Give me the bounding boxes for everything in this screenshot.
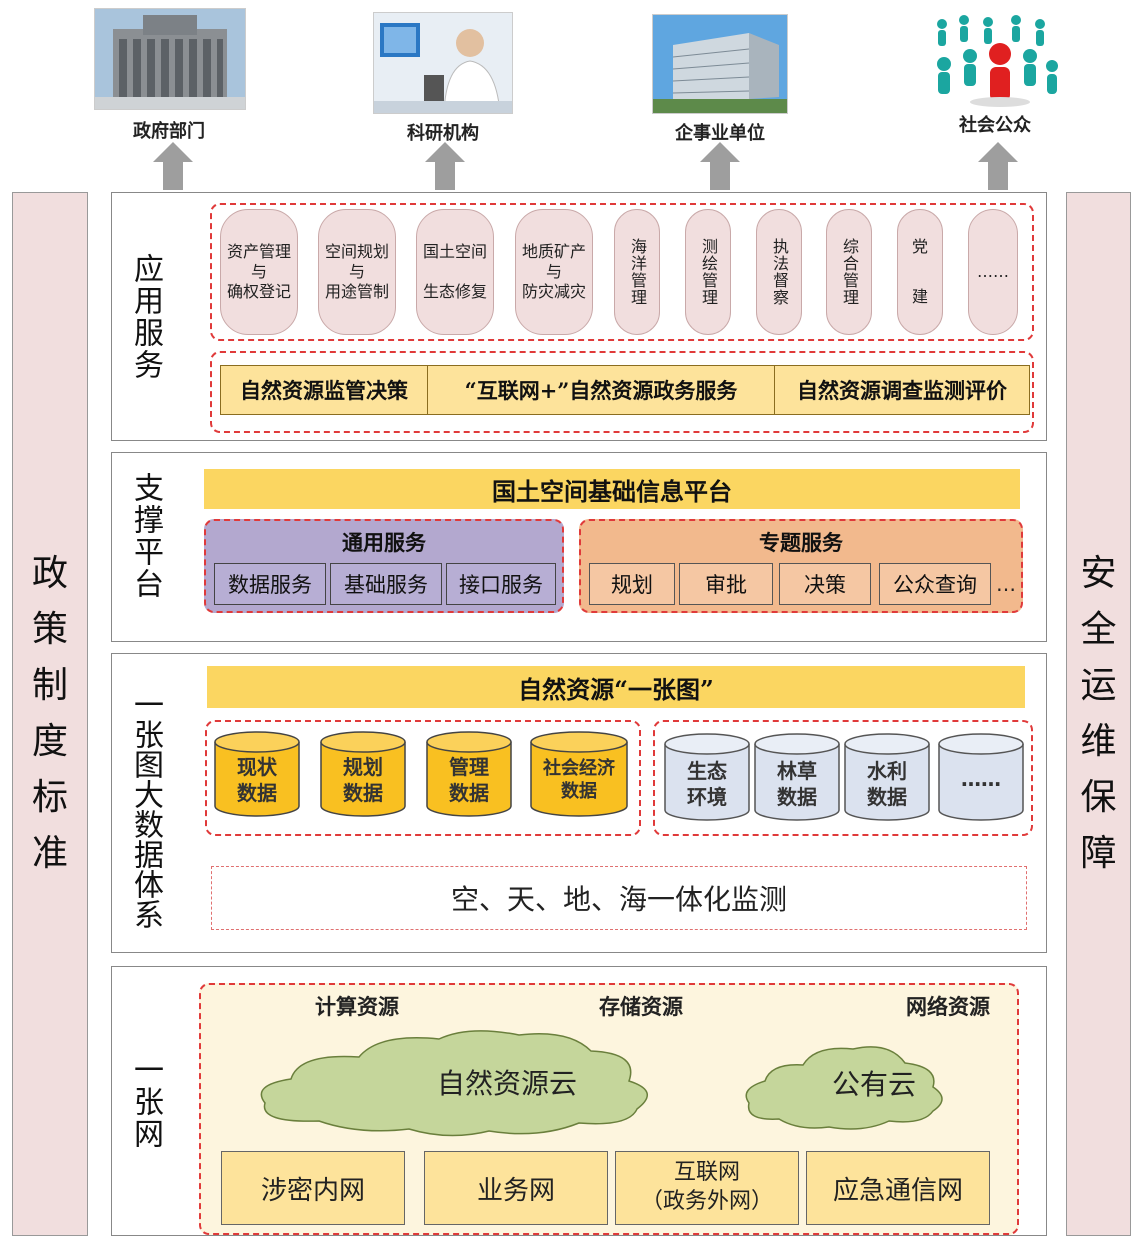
network-box: 互联网（政务外网） [615,1151,799,1225]
cylinder-label: …… [961,767,1001,791]
thematic-service-item: 审批 [679,563,773,605]
consumer-gov: 政府部门 [94,8,246,156]
consumer-label: 政府部门 [133,121,205,142]
service-pill: 地质矿产与防灾减灾 [515,209,593,335]
office-building-image [652,14,788,114]
resource-label: 网络资源 [906,995,990,1019]
external-data-cylinders [664,733,1024,821]
up-arrow-icon [978,142,1018,190]
cylinder-label: 社会经济数据 [543,757,615,802]
general-service-item: 基础服务 [330,563,442,605]
layer-title: 应用服务 [128,253,163,381]
service-pill: 海洋管理 [614,209,660,335]
resource-label: 计算资源 [315,995,399,1019]
general-service-item: 接口服务 [446,563,556,605]
network-box: 应急通信网 [806,1151,990,1225]
network-layer: 一张网 计算资源 存储资源 网络资源 自然资源云 公有云 涉密内网 业务网 互联… [111,966,1047,1236]
core-data-group [205,720,641,836]
data-cylinder [214,731,628,817]
network-box: 涉密内网 [221,1151,405,1225]
monitoring-box: 空、天、地、海一体化监测 [211,866,1027,930]
thematic-services-title: 专题服务 [759,531,843,555]
layer-title: 一张图大数据体系 [128,689,163,929]
decision-item: 自然资源调查监测评价 [775,366,1029,414]
service-pill: 空间规划与用途管制 [318,209,396,335]
cylinder-label: 生态环境 [687,759,727,809]
cloud-shape [260,1030,648,1137]
service-pill: 党建 [897,209,943,335]
service-pill: 资产管理与确权登记 [220,209,298,335]
network-box: 业务网 [424,1151,608,1225]
cloud-label: 自然资源云 [436,1067,577,1100]
general-services-title: 通用服务 [342,531,426,555]
thematic-service-item: 公众查询 [879,563,991,605]
cloud-shape [745,1046,943,1130]
service-pill-group [210,203,1034,341]
consumer-label: 企事业单位 [675,123,765,144]
cylinder-label: 管理数据 [449,755,489,805]
service-pill: 执法督察 [756,209,802,335]
cylinder-label: 林草数据 [777,759,817,809]
consumer-public: 社会公众 [930,12,1064,152]
application-layer: 应用服务 资产管理与确权登记 空间规划与用途管制 国土空间生态修复 地质矿产与防… [111,192,1047,441]
right-pillar: 安 全 运 维 保 障 [1066,192,1131,1236]
data-layer: 一张图大数据体系 自然资源“一张图” 现状数据 规划数据 管理数据 社会经济数据… [111,653,1047,953]
consumer-research: 科研机构 [373,12,513,152]
decision-item: 自然资源监管决策 [221,366,428,414]
support-layer: 支撑平台 国土空间基础信息平台 通用服务 数据服务 基础服务 接口服务 专题服务… [111,452,1047,642]
layer-title: 一张网 [128,1054,163,1150]
right-pillar-text: 安 全 运 维 保 障 [1080,553,1117,874]
public-people-image [930,12,1060,108]
consumer-enterprise: 企事业单位 [652,14,788,158]
service-pill: 国土空间生态修复 [416,209,494,335]
cylinder-label: 现状数据 [237,755,277,805]
up-arrow-icon [153,142,193,190]
more-indicator: … [996,572,1016,596]
service-pill: 测绘管理 [685,209,731,335]
up-arrow-icon [425,142,465,190]
external-data-group [653,720,1033,836]
government-building-image [94,8,246,110]
decision-item: “互联网+”自然资源政务服务 [428,366,775,414]
research-lab-image [373,12,513,114]
resource-label: 存储资源 [599,995,683,1019]
general-service-item: 数据服务 [214,563,326,605]
cloud-label: 公有云 [831,1068,916,1101]
cylinder-label: 规划数据 [343,755,383,805]
service-pill: …… [968,209,1018,335]
general-services-group: 通用服务 数据服务 基础服务 接口服务 [204,519,564,613]
thematic-service-item: 决策 [779,563,871,605]
map-title-bar: 自然资源“一张图” [207,666,1025,708]
consumer-label: 社会公众 [959,115,1031,136]
up-arrows [153,142,1018,190]
left-pillar: 政 策 制 度 标 准 [12,192,88,1236]
cylinder-label: 水利数据 [867,759,907,809]
left-pillar-text: 政 策 制 度 标 准 [31,553,68,874]
thematic-service-item: 规划 [589,563,675,605]
decision-bar: 自然资源监管决策 “互联网+”自然资源政务服务 自然资源调查监测评价 [220,365,1030,415]
thematic-services-group: 专题服务 规划 审批 决策 公众查询 … [579,519,1023,613]
core-data-cylinders [214,731,628,817]
up-arrow-icon [700,142,740,190]
platform-bar: 国土空间基础信息平台 [204,469,1020,509]
consumer-label: 科研机构 [407,123,479,144]
layer-title: 支撑平台 [128,472,163,600]
service-pill: 综合管理 [826,209,872,335]
clouds [260,1030,943,1137]
